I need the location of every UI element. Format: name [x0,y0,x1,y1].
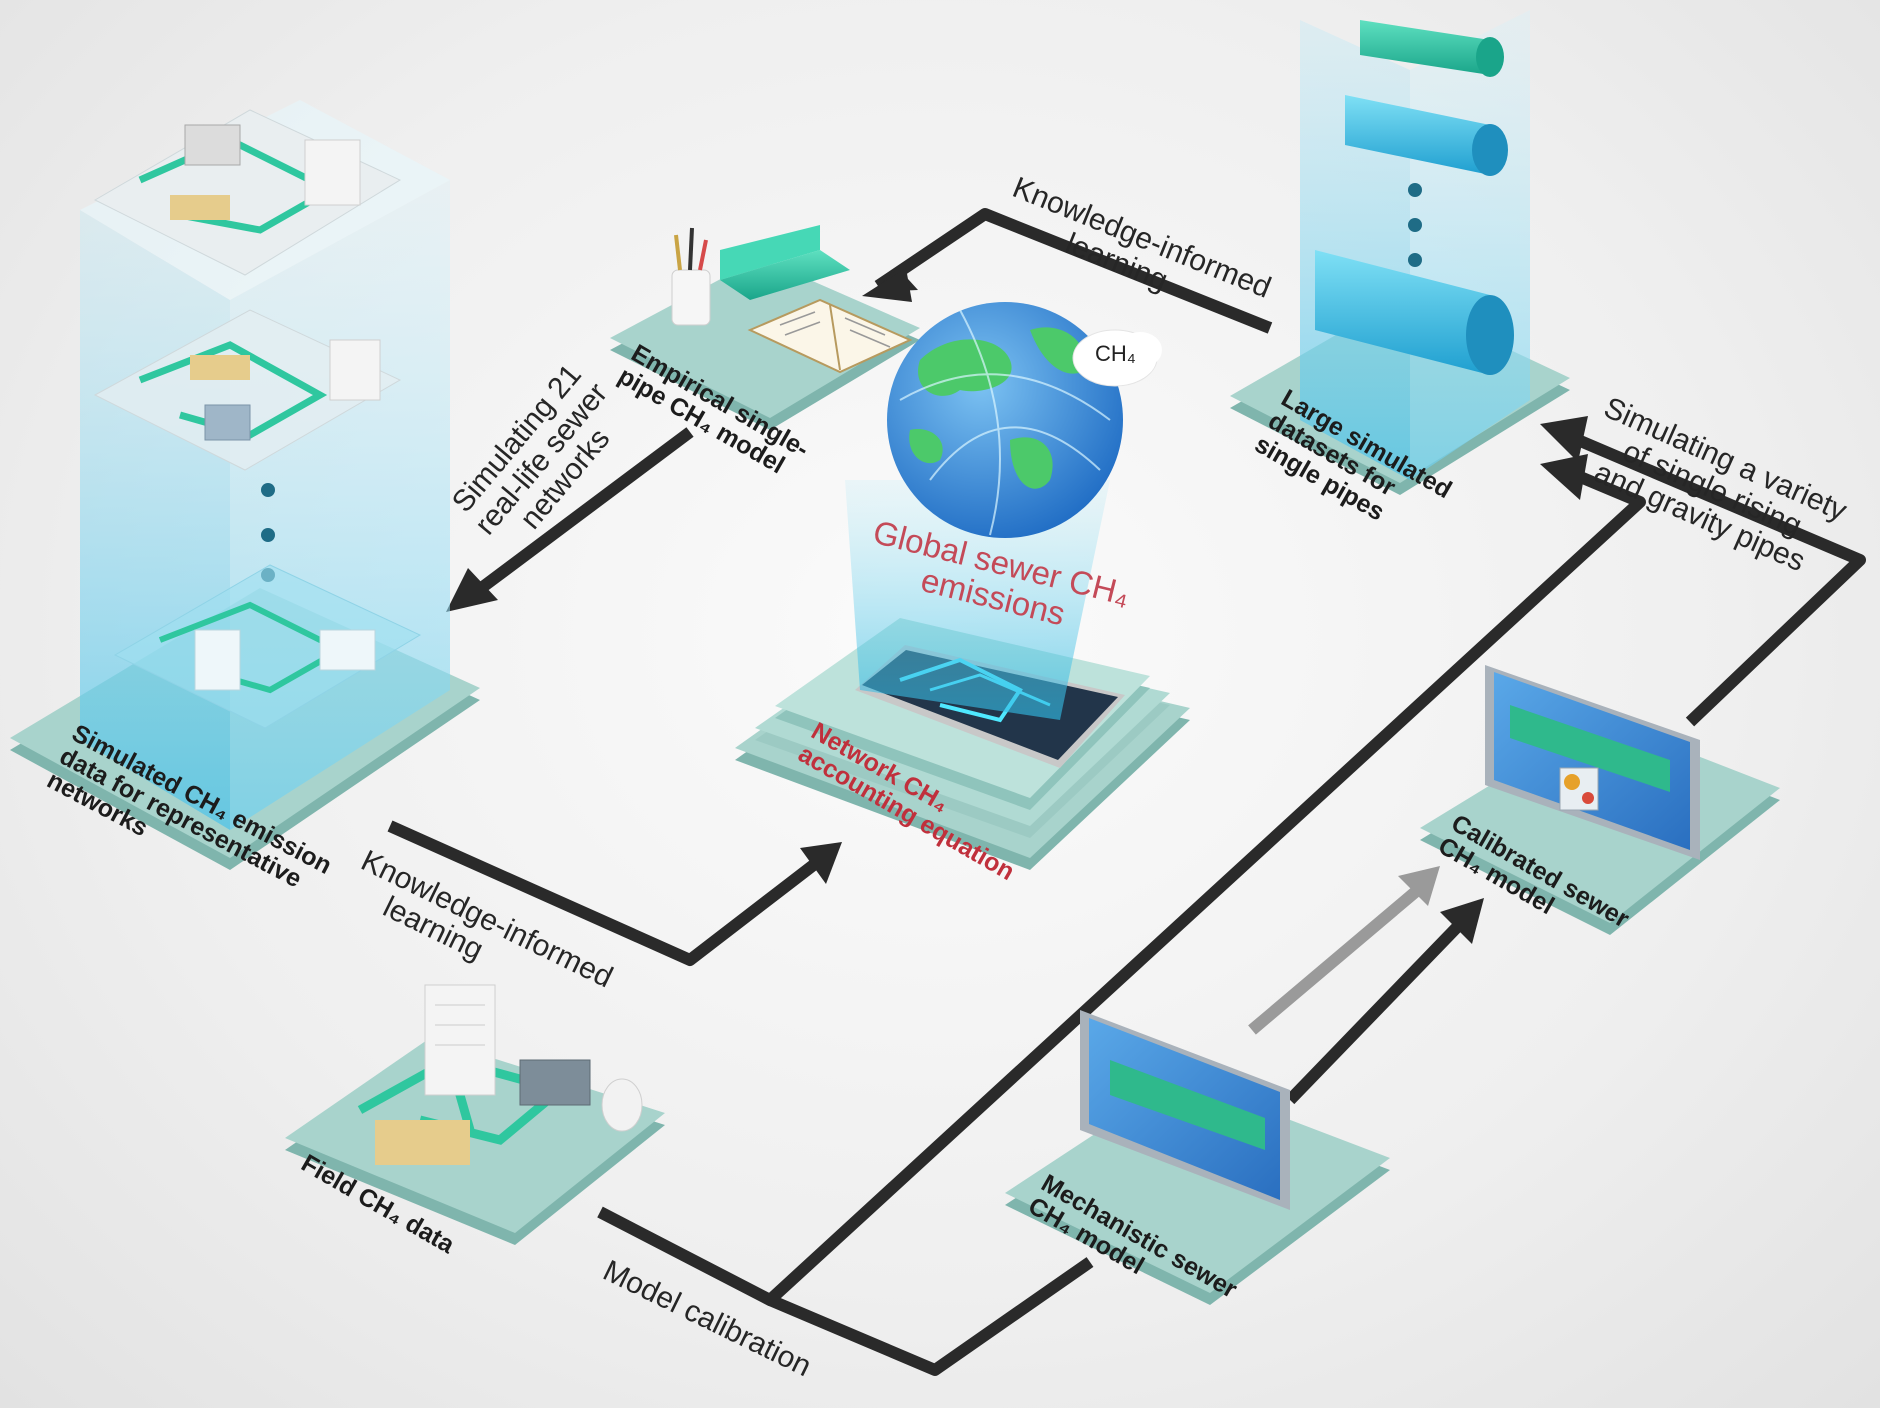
pipe-section-icon [720,225,850,300]
arrow-head-knowledge-bottom [800,842,842,884]
arrow-head-simulating-21 [446,568,498,612]
arrow-head-model-calibration [1540,454,1588,500]
pipe-stack-icons [1315,20,1514,375]
arrow-simulating-21 [472,427,694,597]
ch4-cloud-label: CH₄ [1095,341,1136,366]
arrow-knowledge-bottom [387,820,824,966]
arrow-head-grey [1398,866,1440,906]
monitor-mechanistic-icon [1080,1010,1290,1210]
pencil-cup-icon [671,227,711,326]
network-layer-bottom [113,564,422,729]
network-layer-top [93,109,402,276]
arrow-head-simulating-variety [1540,416,1588,462]
arrow-grey [1248,883,1424,1035]
arrow-model-calibration [597,470,1646,1376]
arrow-knowledge-top [874,208,1273,334]
arrow-head-to-calibrated [1440,898,1484,944]
network-layer-middle [93,309,402,471]
monitor-calibrated-icon [1485,665,1700,860]
arrow-to-calibrated [1285,917,1467,1105]
globe-icon [887,302,1123,538]
hologram-beam [845,480,1110,720]
notebook-icon [747,298,913,374]
arrow-simulating-variety [1575,434,1866,727]
field-network-icon [357,984,643,1165]
ch4-cloud-icon [1072,329,1162,387]
